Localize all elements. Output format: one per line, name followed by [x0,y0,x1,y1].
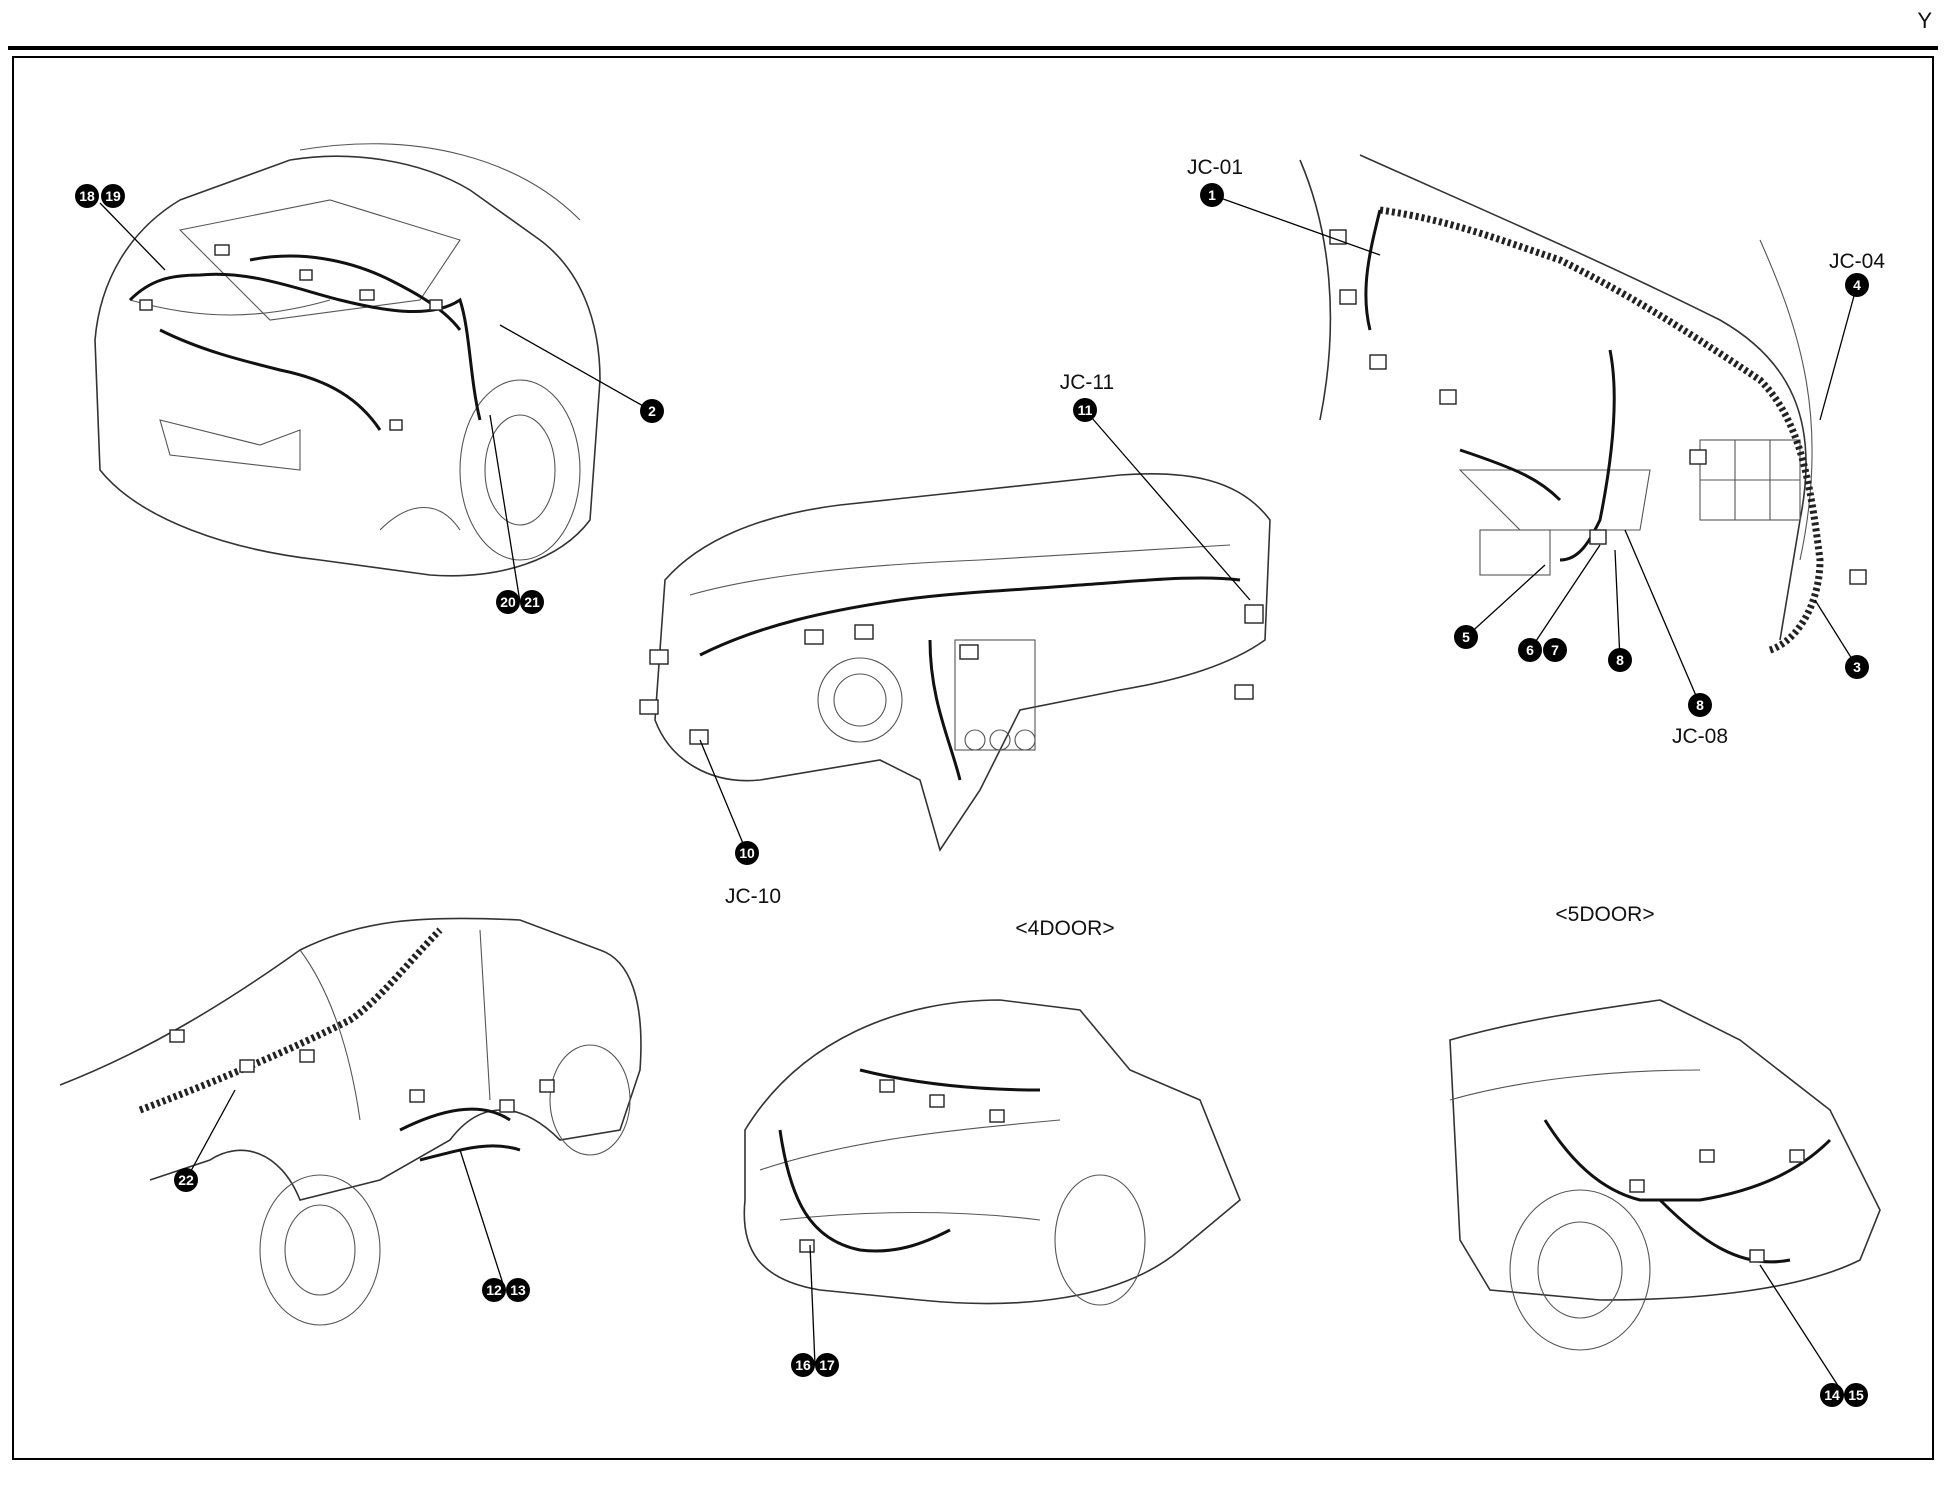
page-corner-letter: Y [1917,8,1932,33]
marker-11: 11 [1073,398,1097,422]
engine-compartment-view [94,143,653,603]
marker-3: 3 [1845,655,1869,679]
marker-8-bottom: 8 [1688,693,1712,717]
marker-15: 15 [1844,1383,1868,1407]
rear-4door-view [743,999,1241,1366]
floor-harness-view [1211,154,1867,706]
marker-18: 18 [75,184,99,208]
instrument-panel-view [639,409,1271,854]
marker-10: 10 [735,841,759,865]
marker-16: 16 [791,1353,815,1377]
marker-22: 22 [174,1168,198,1192]
marker-21: 21 [520,590,544,614]
caption-jc08: JC-08 [1671,725,1729,748]
marker-19: 19 [101,184,125,208]
marker-12: 12 [482,1278,506,1302]
body-side-view [59,917,642,1326]
marker-20: 20 [496,590,520,614]
diagram-frame [12,56,1934,1460]
marker-6: 6 [1518,638,1542,662]
rear-5door-view [1449,999,1881,1396]
caption-jc10: JC-10 [724,885,782,908]
marker-1: 1 [1200,183,1224,207]
header-rule [8,46,1938,50]
caption-jc01: JC-01 [1186,156,1244,179]
marker-13: 13 [506,1278,530,1302]
marker-8-top: 8 [1608,648,1632,672]
caption-jc04: JC-04 [1828,250,1886,273]
caption-jc11: JC-11 [1059,371,1115,394]
marker-7: 7 [1543,638,1567,662]
marker-17: 17 [815,1353,839,1377]
marker-4: 4 [1845,273,1869,297]
caption-4door: <4DOOR> [1015,917,1115,940]
marker-5: 5 [1454,625,1478,649]
caption-5door: <5DOOR> [1555,903,1655,926]
marker-2: 2 [640,399,664,423]
marker-14: 14 [1820,1383,1844,1407]
